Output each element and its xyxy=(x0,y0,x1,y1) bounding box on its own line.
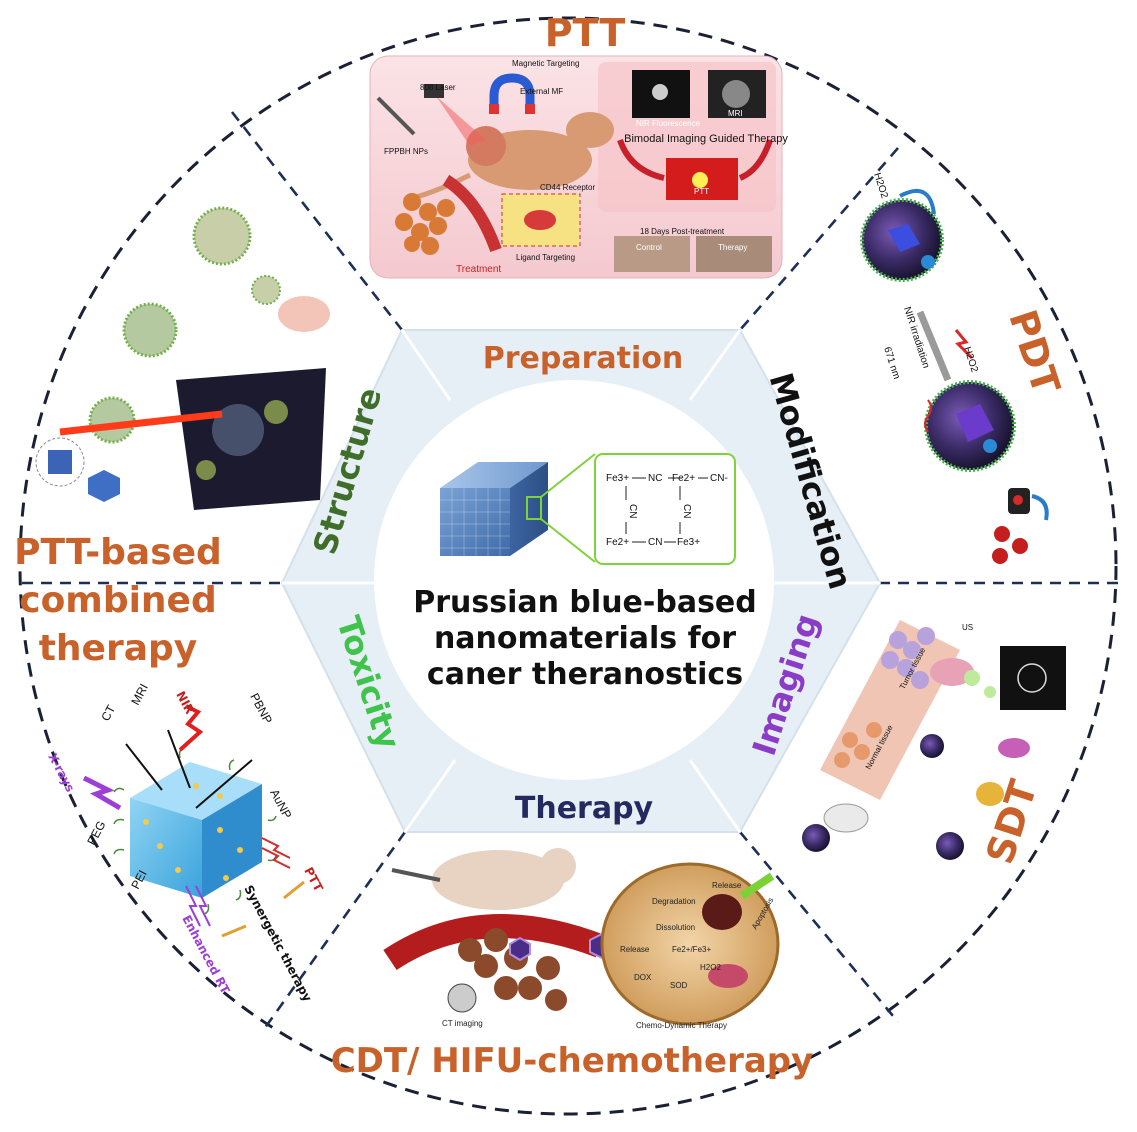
cdt-dissolution-label: Dissolution xyxy=(656,923,695,932)
combined-ptt-label: PTT xyxy=(301,865,326,895)
ptt-laser-label: 808 Laser xyxy=(420,83,456,92)
ptt-therapy-label: Therapy xyxy=(718,243,747,252)
combined-synergetic-label: Synergetic therapy xyxy=(241,883,314,1004)
sdt-us-label: US xyxy=(962,623,973,632)
label-preparation: Preparation xyxy=(483,341,683,376)
sector-title-cdt: CDT/ HIFU-chemotherapy xyxy=(331,1041,814,1081)
ptt-illustration: 808 Laser Magnetic Targeting External MF… xyxy=(369,55,788,279)
formula-fe2-b: Fe2+ xyxy=(606,537,629,548)
formula-cn-a: CN- xyxy=(710,473,728,484)
ptt-mri-label: MRI xyxy=(728,109,743,118)
ptt-mf-label: External MF xyxy=(520,87,563,96)
formula-cn-v2: CN xyxy=(681,504,692,518)
cdt-h2o2-label: H2O2 xyxy=(700,963,721,972)
combined-title-line-1: PTT-based xyxy=(14,532,222,573)
hexagon-spokes xyxy=(282,329,880,833)
ptt-control-label: Control xyxy=(636,243,662,252)
zoom-callout: Fe3+ NC Fe2+ CN- CN CN Fe2+ CN Fe3+ xyxy=(526,453,736,565)
cdt-sod-label: SOD xyxy=(670,981,688,990)
combined-ct-label: CT xyxy=(98,702,118,723)
center-title-line-1: Prussian blue-based xyxy=(413,585,757,620)
combined-mri-label: MRI xyxy=(128,681,151,707)
sector-title-combined: PTT-based combined therapy xyxy=(14,532,222,669)
cdt-fe-label: Fe2+/Fe3+ xyxy=(672,945,711,954)
combined-pbnp-label: PBNP xyxy=(247,691,275,726)
formula-nc: NC xyxy=(648,473,662,484)
formula-fe3-b: Fe3+ xyxy=(677,537,700,548)
control-photo xyxy=(614,236,690,272)
center-title-line-2: nanomaterials for xyxy=(434,621,736,656)
cdt-release-2: Release xyxy=(620,945,650,954)
pdt-wavelength-label: 671 nm xyxy=(881,346,902,381)
formula-box xyxy=(594,453,736,565)
cdt-chemo-label: Chemo-Dynamic Therapy xyxy=(636,1021,727,1030)
sdt-illustration: US Tumor tissue Normal tissue xyxy=(802,620,1066,860)
combined-aunp-label: AuNP xyxy=(267,787,294,821)
combined-peg-label: PEG xyxy=(84,818,108,847)
sector-title-ptt: PTT xyxy=(545,11,626,55)
cdt-release-1: Release xyxy=(712,881,742,890)
ptt-treatment-label: Treatment xyxy=(456,264,501,275)
formula-fe3-a: Fe3+ xyxy=(606,473,629,484)
sector-dividers xyxy=(22,111,1126,1033)
outer-dashed-circle xyxy=(18,16,1118,1116)
ptt-nps-label: FPPBH NPs xyxy=(384,147,428,156)
pdt-h2o2-b: H2O2 xyxy=(961,346,980,375)
prussian-blue-cube xyxy=(440,462,548,556)
ptt-nir-label: NIR Fluorescence xyxy=(636,119,701,128)
center-title: Prussian blue-based nanomaterials for ca… xyxy=(413,585,757,692)
center-title-line-3: caner theranostics xyxy=(427,657,743,692)
ptt-days-label: 18 Days Post-treatment xyxy=(640,227,725,236)
cdt-illustration: Release Degradation Dissolution Release … xyxy=(383,848,780,1030)
pdt-h2o2-a: H2O2 xyxy=(871,172,890,201)
ptt-ligand-label: Ligand Targeting xyxy=(516,253,575,262)
combined-title-line-3: therapy xyxy=(39,628,198,669)
ptt-bimodal-label: Bimodal Imaging Guided Therapy xyxy=(624,133,788,145)
combined-xrays-label: X-rays xyxy=(45,751,77,795)
pbnp-illustration: CT MRI PBNP AuNP PEG PEI NIR X-rays PTT … xyxy=(45,681,326,1004)
combined-nir-label: NIR xyxy=(173,689,197,717)
cdt-degradation-label: Degradation xyxy=(652,897,696,906)
formula-fe2-a: Fe2+ xyxy=(672,473,695,484)
cdt-dox-label: DOX xyxy=(634,973,652,982)
ptt-cd44-label: CD44 Receptor xyxy=(540,183,595,192)
combined-enhanced-label: Enhanced RT xyxy=(179,913,233,997)
label-therapy: Therapy xyxy=(515,791,654,826)
synthesis-illustration xyxy=(35,206,330,510)
center-circle xyxy=(374,380,774,780)
ptt-thermal-label: PTT xyxy=(694,187,709,196)
formula-cn-v1: CN xyxy=(627,504,638,518)
therapy-photo xyxy=(696,236,772,272)
cdt-ct-label: CT imaging xyxy=(442,1019,483,1028)
ptt-magnetic-label: Magnetic Targeting xyxy=(512,59,579,68)
sdt-us-image xyxy=(1000,646,1066,710)
formula-cn-b: CN xyxy=(648,537,662,548)
combined-title-line-2: combined xyxy=(19,580,217,621)
